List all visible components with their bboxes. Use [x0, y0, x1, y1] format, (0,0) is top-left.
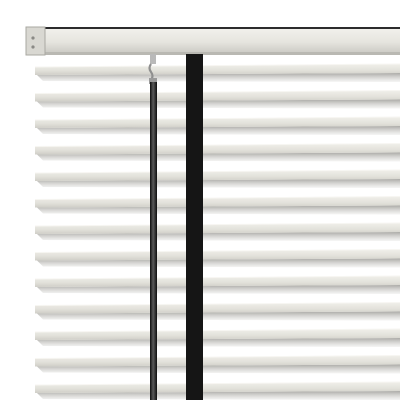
slat [34, 302, 400, 321]
wand-hook-icon [148, 63, 154, 81]
slat-shadow [37, 232, 400, 241]
slat [34, 169, 400, 188]
slat [34, 355, 400, 374]
slat-highlight [34, 381, 400, 386]
slat [34, 381, 400, 400]
headrail-bottom-edge [26, 52, 400, 55]
slat-shadow [37, 338, 400, 347]
slat [34, 90, 400, 109]
slat [34, 328, 400, 347]
slat-highlight [34, 196, 400, 200]
slat-highlight [34, 249, 400, 253]
wand-hook-connector [149, 78, 157, 84]
slat-highlight [34, 222, 400, 227]
slat-highlight [34, 116, 400, 121]
slat [34, 116, 400, 135]
endcap-screw-icon [31, 36, 35, 40]
slats [34, 63, 400, 400]
slat-highlight [34, 169, 400, 174]
slat-highlight [34, 63, 400, 68]
slat [34, 63, 400, 82]
slat [34, 143, 400, 162]
endcap-screw-icon [31, 45, 35, 49]
slat-shadow [37, 285, 400, 294]
tilt-wand-assembly[interactable] [148, 54, 157, 400]
slat-highlight [34, 355, 400, 359]
slat [34, 249, 400, 268]
wand-hook-bracket [150, 54, 156, 64]
headrail-endcap [25, 26, 46, 56]
slat-highlight [34, 275, 400, 280]
slat-shadow [37, 391, 400, 400]
ladder-tape [186, 54, 203, 400]
headrail [25, 26, 400, 56]
slat-highlight [34, 328, 400, 333]
slat [34, 275, 400, 294]
headrail-top-edge [26, 27, 400, 29]
slat-shadow [37, 258, 400, 268]
slat-shadow [37, 152, 400, 162]
slat-highlight [34, 302, 400, 306]
slat-shadow [37, 311, 400, 321]
slat-shadow [37, 126, 400, 135]
slat-highlight [34, 90, 400, 94]
slat-shadow [37, 179, 400, 188]
tilt-wand[interactable] [150, 82, 157, 400]
slat-shadow [37, 99, 400, 109]
headrail-body [26, 27, 400, 54]
slat-shadow [37, 364, 400, 374]
slat-shadow [37, 73, 400, 82]
slat-shadow [37, 205, 400, 215]
slat-highlight [34, 143, 400, 147]
slat [34, 196, 400, 215]
slat [34, 222, 400, 241]
